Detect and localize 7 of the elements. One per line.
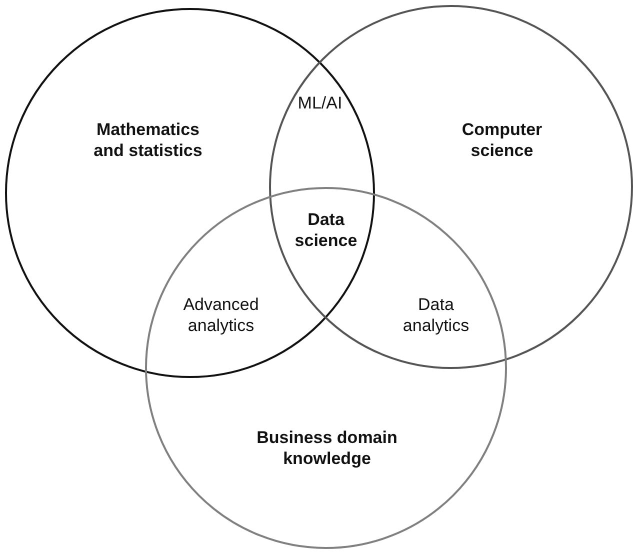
overlap-label: Data analytics xyxy=(402,294,470,336)
overlap-label: Data science xyxy=(294,209,358,251)
overlap-label: ML/AI xyxy=(296,92,344,114)
set-label: Computer science xyxy=(460,119,544,161)
set-label: Business domain knowledge xyxy=(256,427,398,469)
overlap-label: Advanced analytics xyxy=(182,294,260,336)
set-label: Mathematics and statistics xyxy=(92,119,204,161)
